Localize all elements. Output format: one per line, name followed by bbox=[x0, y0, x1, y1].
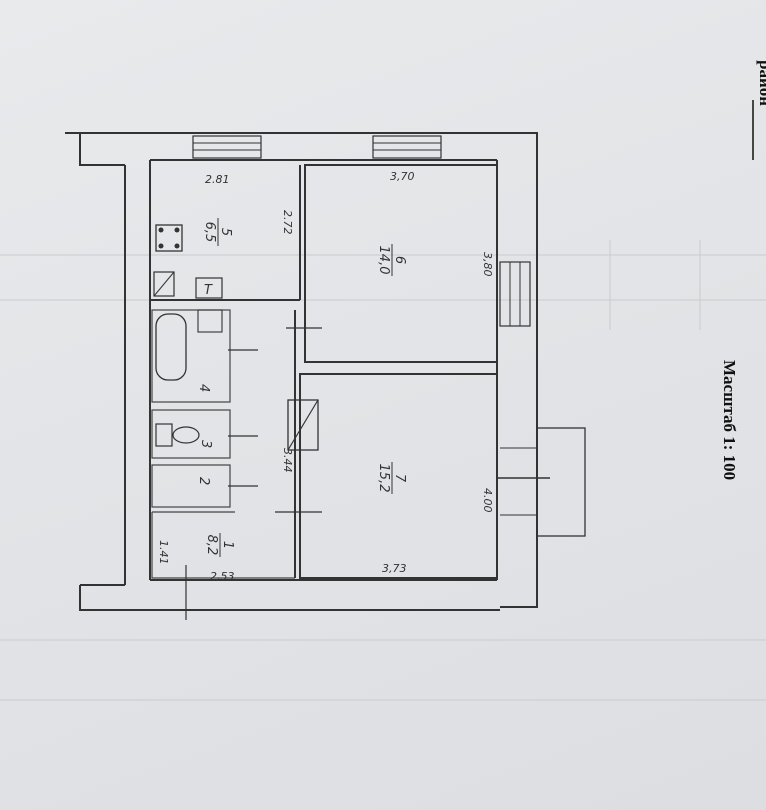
room-label-4: 4 bbox=[196, 384, 211, 392]
dim-kitchen-side: 2.72 bbox=[281, 210, 294, 235]
edge-text: район bbox=[756, 60, 766, 106]
svg-text:5: 5 bbox=[218, 228, 233, 236]
window-room6-side bbox=[499, 261, 531, 327]
scale-label: Масштаб 1: 100 bbox=[720, 360, 739, 480]
faint-background-lines bbox=[0, 240, 766, 701]
dim-corridor: 3.44 bbox=[281, 448, 294, 473]
boiler-icon: Т bbox=[195, 277, 223, 333]
room-label-5: 5 6,5 bbox=[202, 218, 233, 246]
svg-text:6,5: 6,5 bbox=[202, 222, 217, 243]
stove-icon bbox=[155, 224, 183, 252]
room-label-1: 1 8,2 bbox=[204, 533, 235, 557]
svg-text:6: 6 bbox=[392, 256, 407, 264]
dim-room7-side: 4.00 bbox=[481, 488, 494, 513]
room-label-3: 3 bbox=[198, 440, 213, 448]
dim-hall-bottom: 2.53 bbox=[210, 570, 235, 583]
sink-icon bbox=[153, 271, 175, 297]
dim-hall-side: 1.41 bbox=[157, 540, 170, 565]
dim-kitchen-top: 2.81 bbox=[205, 173, 230, 186]
outer-walls bbox=[65, 132, 538, 611]
dim-room6-side: 3,80 bbox=[481, 252, 494, 277]
bathtub-icon bbox=[155, 313, 187, 381]
room-label-7: 7 15,2 bbox=[376, 462, 407, 494]
vent-shaft bbox=[287, 399, 319, 451]
balcony bbox=[497, 427, 586, 537]
room-label-6: 6 14,0 bbox=[376, 244, 407, 276]
door-ticks bbox=[185, 327, 322, 620]
window-room6 bbox=[372, 135, 442, 159]
inner-walls bbox=[150, 164, 498, 579]
boiler-label: Т bbox=[204, 283, 213, 298]
dim-room6-top: 3,70 bbox=[390, 170, 415, 183]
svg-text:15,2: 15,2 bbox=[376, 464, 391, 493]
dim-room7-bottom: 3,73 bbox=[382, 562, 407, 575]
toilet-icon bbox=[155, 423, 200, 447]
svg-text:7: 7 bbox=[392, 474, 407, 483]
svg-text:1: 1 bbox=[220, 541, 235, 549]
window-kitchen bbox=[192, 135, 262, 159]
room-label-2: 2 bbox=[196, 477, 211, 485]
svg-text:14,0: 14,0 bbox=[376, 246, 391, 275]
svg-text:8,2: 8,2 bbox=[204, 535, 219, 556]
